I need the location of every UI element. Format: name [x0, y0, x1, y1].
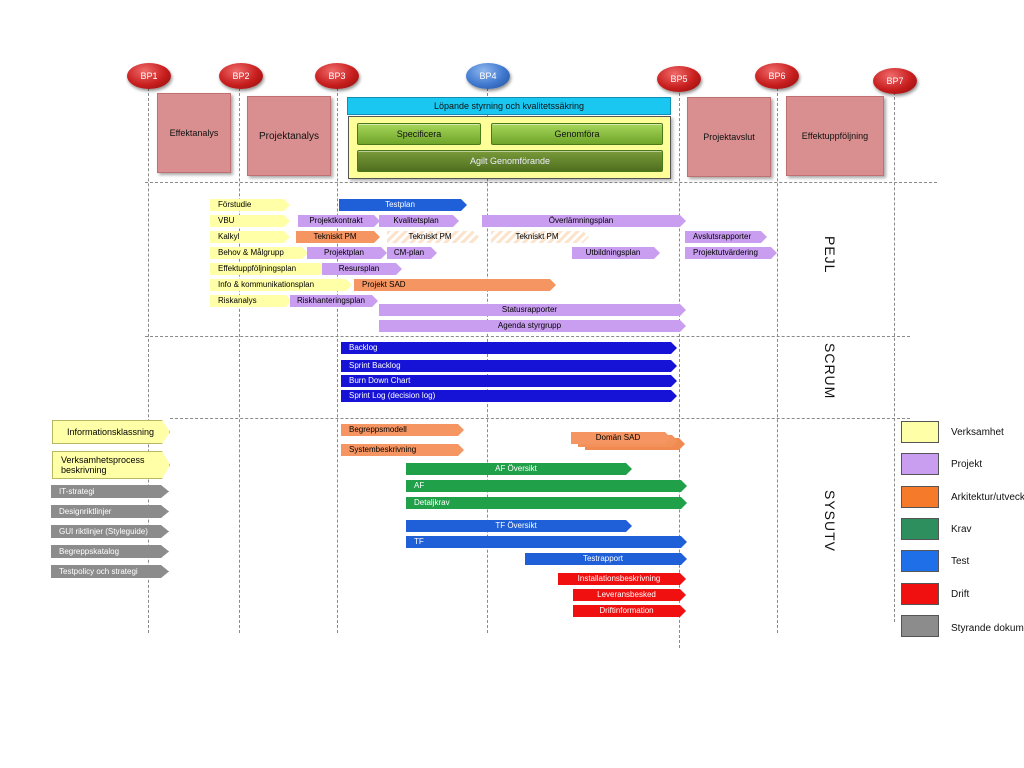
doc-testplan: Testplan — [339, 199, 467, 211]
separator-scrum-sysutv — [170, 418, 910, 419]
legend-label-drift: Drift — [951, 589, 970, 600]
doc-leveransbesked: Leveransbesked — [573, 589, 686, 601]
separator-pejl-scrum — [145, 336, 910, 337]
doc-avslutsrapporter: Avslutsrapporter — [685, 231, 767, 243]
doc-info-kommunikationsplan: Info & kommunikationsplan — [210, 279, 352, 291]
phase-projektanalys: Projektanalys — [247, 96, 331, 176]
doc-effektuppfoljningsplan: Effektuppföljningsplan — [210, 263, 326, 275]
doc-burn-down-chart: Burn Down Chart — [341, 375, 677, 387]
side-it-strategi: IT-strategi — [51, 485, 169, 498]
bp3-milestone: BP3 — [315, 63, 359, 89]
side-verksamhetsprocess: Verksamhetsprocess beskrivning — [52, 451, 170, 479]
legend-swatch-arkitektur — [901, 486, 939, 508]
doc-detaljkrav: Detaljkrav — [406, 497, 687, 509]
phase-projektavslut: Projektavslut — [687, 97, 771, 177]
lane-label-scrum: SCRUM — [822, 343, 838, 400]
bp2-milestone: BP2 — [219, 63, 263, 89]
lane-label-sysutv: SYSUTV — [822, 490, 838, 553]
phase-genomfora: Genomföra — [491, 123, 663, 145]
legend-swatch-test — [901, 550, 939, 572]
phase-agilt-genomforande: Agilt Genomförande — [357, 150, 663, 172]
phase-effektuppfoljning: Effektuppföljning — [786, 96, 884, 176]
phase-specificera: Specificera — [357, 123, 481, 145]
bp7-milestone: BP7 — [873, 68, 917, 94]
doc-agenda-styrgrupp: Agenda styrgrupp — [379, 320, 686, 332]
doc-projektplan: Projektplan — [307, 247, 387, 259]
doc-cm-plan: CM-plan — [387, 247, 437, 259]
doc-tekniskt-pm-3: Tekniskt PM — [491, 231, 589, 243]
doc-riskanalys: Riskanalys — [210, 295, 292, 307]
doc-projektkontrakt: Projektkontrakt — [298, 215, 380, 227]
doc-installationsbeskrivning: Installationsbeskrivning — [558, 573, 686, 585]
doc-tekniskt-pm-2: Tekniskt PM — [387, 231, 479, 243]
doc-utbildningsplan: Utbildningsplan — [572, 247, 660, 259]
doc-systembeskrivning: Systembeskrivning — [341, 444, 464, 456]
doc-backlog: Backlog — [341, 342, 677, 354]
legend-swatch-drift — [901, 583, 939, 605]
doc-resursplan: Resursplan — [322, 263, 402, 275]
bp1-line — [148, 88, 149, 633]
legend-swatch-krav — [901, 518, 939, 540]
doc-kalkyl: Kalkyl — [210, 231, 290, 243]
legend-label-verksamhet: Verksamhet — [951, 427, 1004, 438]
side-informationsklassning: Informationsklassning — [52, 420, 170, 444]
bp7-line — [894, 92, 895, 622]
side-gui-riktlinjer: GUI riktlinjer (Styleguide) — [51, 525, 169, 538]
doc-vbu: VBU — [210, 215, 290, 227]
doc-af: AF — [406, 480, 687, 492]
doc-sprint-backlog: Sprint Backlog — [341, 360, 677, 372]
doc-tf: TF — [406, 536, 687, 548]
separator-top — [145, 182, 937, 183]
bp4-milestone: BP4 — [466, 63, 510, 89]
phase-lopande-styrning: Löpande styrning och kvalitetssäkring — [347, 97, 671, 115]
side-designriktlinjer: Designriktlinjer — [51, 505, 169, 518]
phase-effektanalys: Effektanalys — [157, 93, 231, 173]
doc-statusrapporter: Statusrapporter — [379, 304, 686, 316]
bp6-milestone: BP6 — [755, 63, 799, 89]
doc-af-oversikt: AF Översikt — [406, 463, 632, 475]
doc-projektutvardering: Projektutvärdering — [685, 247, 777, 259]
doc-testrapport: Testrapport — [525, 553, 687, 565]
bp5-line — [679, 88, 680, 648]
doc-begreppsmodell: Begreppsmodell — [341, 424, 464, 436]
doc-tf-oversikt: TF Översikt — [406, 520, 632, 532]
doc-sprint-log: Sprint Log (decision log) — [341, 390, 677, 402]
doc-projekt-sad: Projekt SAD — [354, 279, 556, 291]
doc-tekniskt-pm-1: Tekniskt PM — [296, 231, 380, 243]
bp2-line — [239, 88, 240, 633]
side-testpolicy: Testpolicy och strategi — [51, 565, 169, 578]
doc-driftinformation: Driftinformation — [573, 605, 686, 617]
legend-label-styrande: Styrande dokument — [951, 623, 1024, 634]
legend-label-test: Test — [951, 556, 970, 567]
legend-swatch-styrande — [901, 615, 939, 637]
legend-label-arkitektur: Arkitektur/utveckling — [951, 492, 1024, 503]
doc-overlamningsplan: Överlämningsplan — [482, 215, 686, 227]
side-begreppskatalog: Begreppskatalog — [51, 545, 169, 558]
legend-swatch-verksamhet — [901, 421, 939, 443]
lane-label-pejl: PEJL — [822, 236, 838, 274]
legend-label-krav: Krav — [951, 524, 972, 535]
doc-doman-sad: Domän SAD — [571, 432, 671, 444]
bp6-line — [777, 88, 778, 633]
doc-behov-malgrupp: Behov & Målgrupp — [210, 247, 308, 259]
legend-swatch-projekt — [901, 453, 939, 475]
doc-kvalitetsplan: Kvalitetsplan — [379, 215, 459, 227]
bp3-line — [337, 88, 338, 633]
bp1-milestone: BP1 — [127, 63, 171, 89]
bp5-milestone: BP5 — [657, 66, 701, 92]
doc-forstudie: Förstudie — [210, 199, 290, 211]
doc-riskhanteringsplan: Riskhanteringsplan — [290, 295, 378, 307]
legend-label-projekt: Projekt — [951, 459, 983, 470]
